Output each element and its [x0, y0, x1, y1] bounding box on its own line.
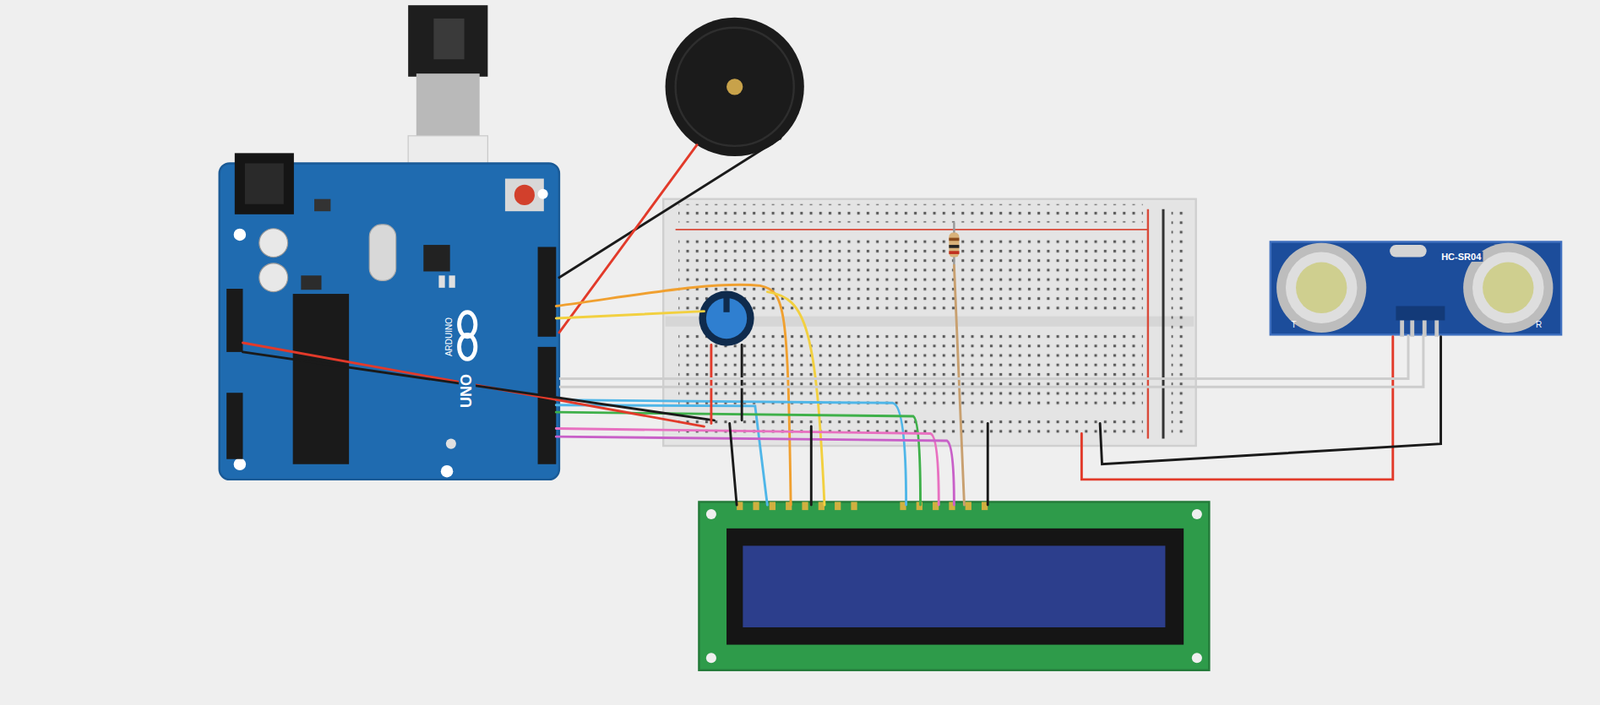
breadboard	[663, 199, 1197, 447]
arduino-board-node: ARDUINO UNO	[219, 163, 560, 479]
jumper-wire	[559, 334, 1409, 379]
jumper-wire	[559, 334, 1424, 387]
wires	[242, 137, 1441, 506]
piezo-buzzer	[665, 17, 805, 157]
arduino-board	[219, 152, 560, 480]
lcd-display	[698, 501, 1209, 670]
resistor-symbol	[948, 222, 959, 266]
ultrasonic-sensor	[1270, 241, 1562, 337]
pin-marking: T	[1291, 320, 1297, 330]
board-marking: HC-SR04	[1439, 251, 1483, 262]
potentiometer	[698, 290, 754, 346]
board-marking: UNO	[458, 372, 476, 410]
sensor-module-node: HC-SR04	[1270, 241, 1562, 335]
pin-marking: R	[1535, 320, 1542, 330]
board-marking: ARDUINO	[444, 315, 454, 359]
